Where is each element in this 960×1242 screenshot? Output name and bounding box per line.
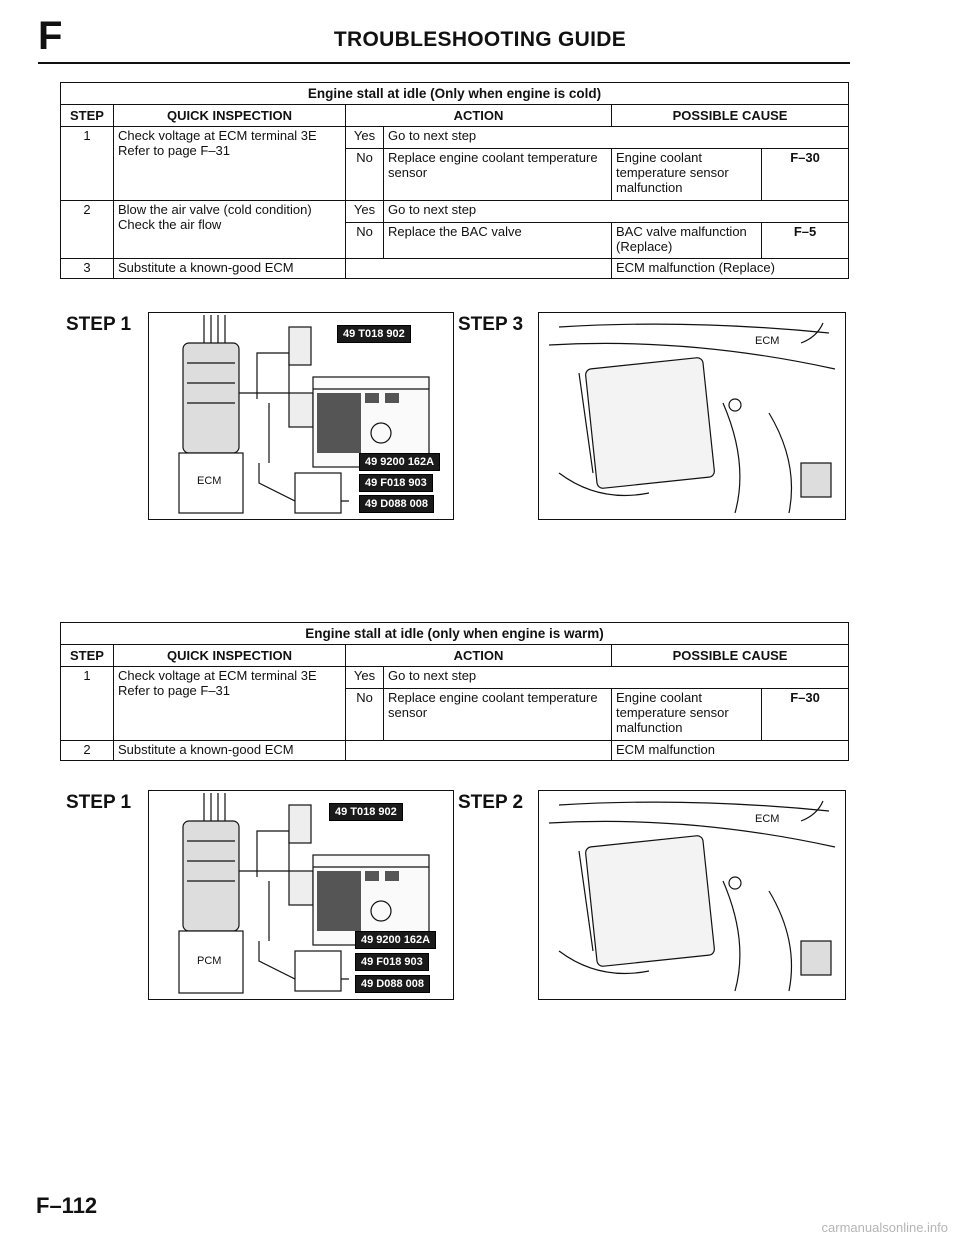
watermark: carmanualsonline.info [821,1220,948,1235]
column-header-action: ACTION [345,104,612,127]
ecm-location-drawing: ECM [538,790,846,1000]
tool-number-badge: 49 T018 902 [329,803,403,821]
troubleshooting-table-warm: Engine stall at idle (only when engine i… [59,622,850,761]
no-label: No [345,688,384,741]
quick-inspection-cell: Substitute a known-good ECM [113,258,346,279]
action-cell: Go to next step [382,200,850,223]
step-label: STEP 2 [458,792,524,813]
possible-cause-cell: Engine coolant temperature sensor malfun… [611,688,762,741]
ecm-location-illustration [548,800,836,992]
ecm-callout: ECM [755,813,780,825]
no-label: No [345,222,384,259]
yes-label: Yes [345,200,384,223]
tool-number-badge: 49 D088 008 [355,975,430,993]
ecm-callout: ECM [755,335,780,347]
column-header-possible-cause: POSSIBLE CAUSE [610,644,850,667]
yes-label: Yes [345,126,384,149]
action-cell: Replace engine coolant temperature senso… [383,688,612,741]
possible-cause-cell: ECM malfunction [610,740,850,761]
quick-inspection-cell: Check voltage at ECM terminal 3E Refer t… [113,126,346,201]
step-number: 1 [60,126,114,201]
unit-label: PCM [197,955,222,967]
action-cell: Go to next step [382,666,850,689]
page-reference: F–30 [760,688,850,741]
step-label: STEP 3 [458,314,524,335]
wiring-illustration [178,793,430,994]
quick-inspection-cell: Substitute a known-good ECM [113,740,346,761]
step-number: 1 [60,666,114,741]
action-cell-empty [345,258,612,279]
step-label: STEP 1 [66,792,132,813]
column-header-possible-cause: POSSIBLE CAUSE [610,104,850,127]
checker-connection-diagram: ECM 49 T018 902 49 9200 162A 49 F018 903… [148,312,454,520]
possible-cause-cell: ECM malfunction (Replace) [610,258,850,279]
possible-cause-cell: Engine coolant temperature sensor malfun… [611,148,762,201]
tool-number-badge: 49 9200 162A [359,453,441,471]
column-header-quick-inspection: QUICK INSPECTION [113,104,346,127]
wiring-illustration [178,315,430,514]
column-header-step: STEP [60,104,114,127]
action-cell: Replace engine coolant temperature senso… [383,148,612,201]
tool-number-badge: 49 9200 162A [355,931,437,949]
page-number: F–112 [36,1193,98,1218]
page-reference: F–5 [760,222,850,259]
unit-label: ECM [197,475,222,487]
tool-number-badge: 49 T018 902 [337,325,411,343]
table-caption: Engine stall at idle (only when engine i… [59,622,850,645]
no-label: No [345,148,384,201]
step-number: 2 [60,200,114,259]
step-label: STEP 1 [66,314,132,335]
quick-inspection-cell: Check voltage at ECM terminal 3E Refer t… [113,666,346,741]
header-rule [38,62,850,64]
page-title: TROUBLESHOOTING GUIDE [333,28,627,51]
action-cell: Replace the BAC valve [383,222,612,259]
column-header-action: ACTION [345,644,612,667]
page-reference: F–30 [760,148,850,201]
column-header-quick-inspection: QUICK INSPECTION [113,644,346,667]
yes-label: Yes [345,666,384,689]
troubleshooting-table-cold: Engine stall at idle (Only when engine i… [59,82,850,279]
possible-cause-cell: BAC valve malfunction (Replace) [611,222,762,259]
step-number: 3 [60,258,114,279]
ecm-location-illustration [548,322,836,514]
checker-connection-diagram: PCM 49 T018 902 49 9200 162A 49 F018 903… [148,790,454,1000]
section-letter: F [38,14,63,58]
tool-number-badge: 49 D088 008 [359,495,434,513]
ecm-location-drawing: ECM [538,312,846,520]
quick-inspection-cell: Blow the air valve (cold condition) Chec… [113,200,346,259]
step-number: 2 [60,740,114,761]
tool-number-badge: 49 F018 903 [359,474,433,492]
table-caption: Engine stall at idle (Only when engine i… [59,82,850,105]
tool-number-badge: 49 F018 903 [355,953,429,971]
action-cell: Go to next step [382,126,850,149]
action-cell-empty [345,740,612,761]
column-header-step: STEP [60,644,114,667]
